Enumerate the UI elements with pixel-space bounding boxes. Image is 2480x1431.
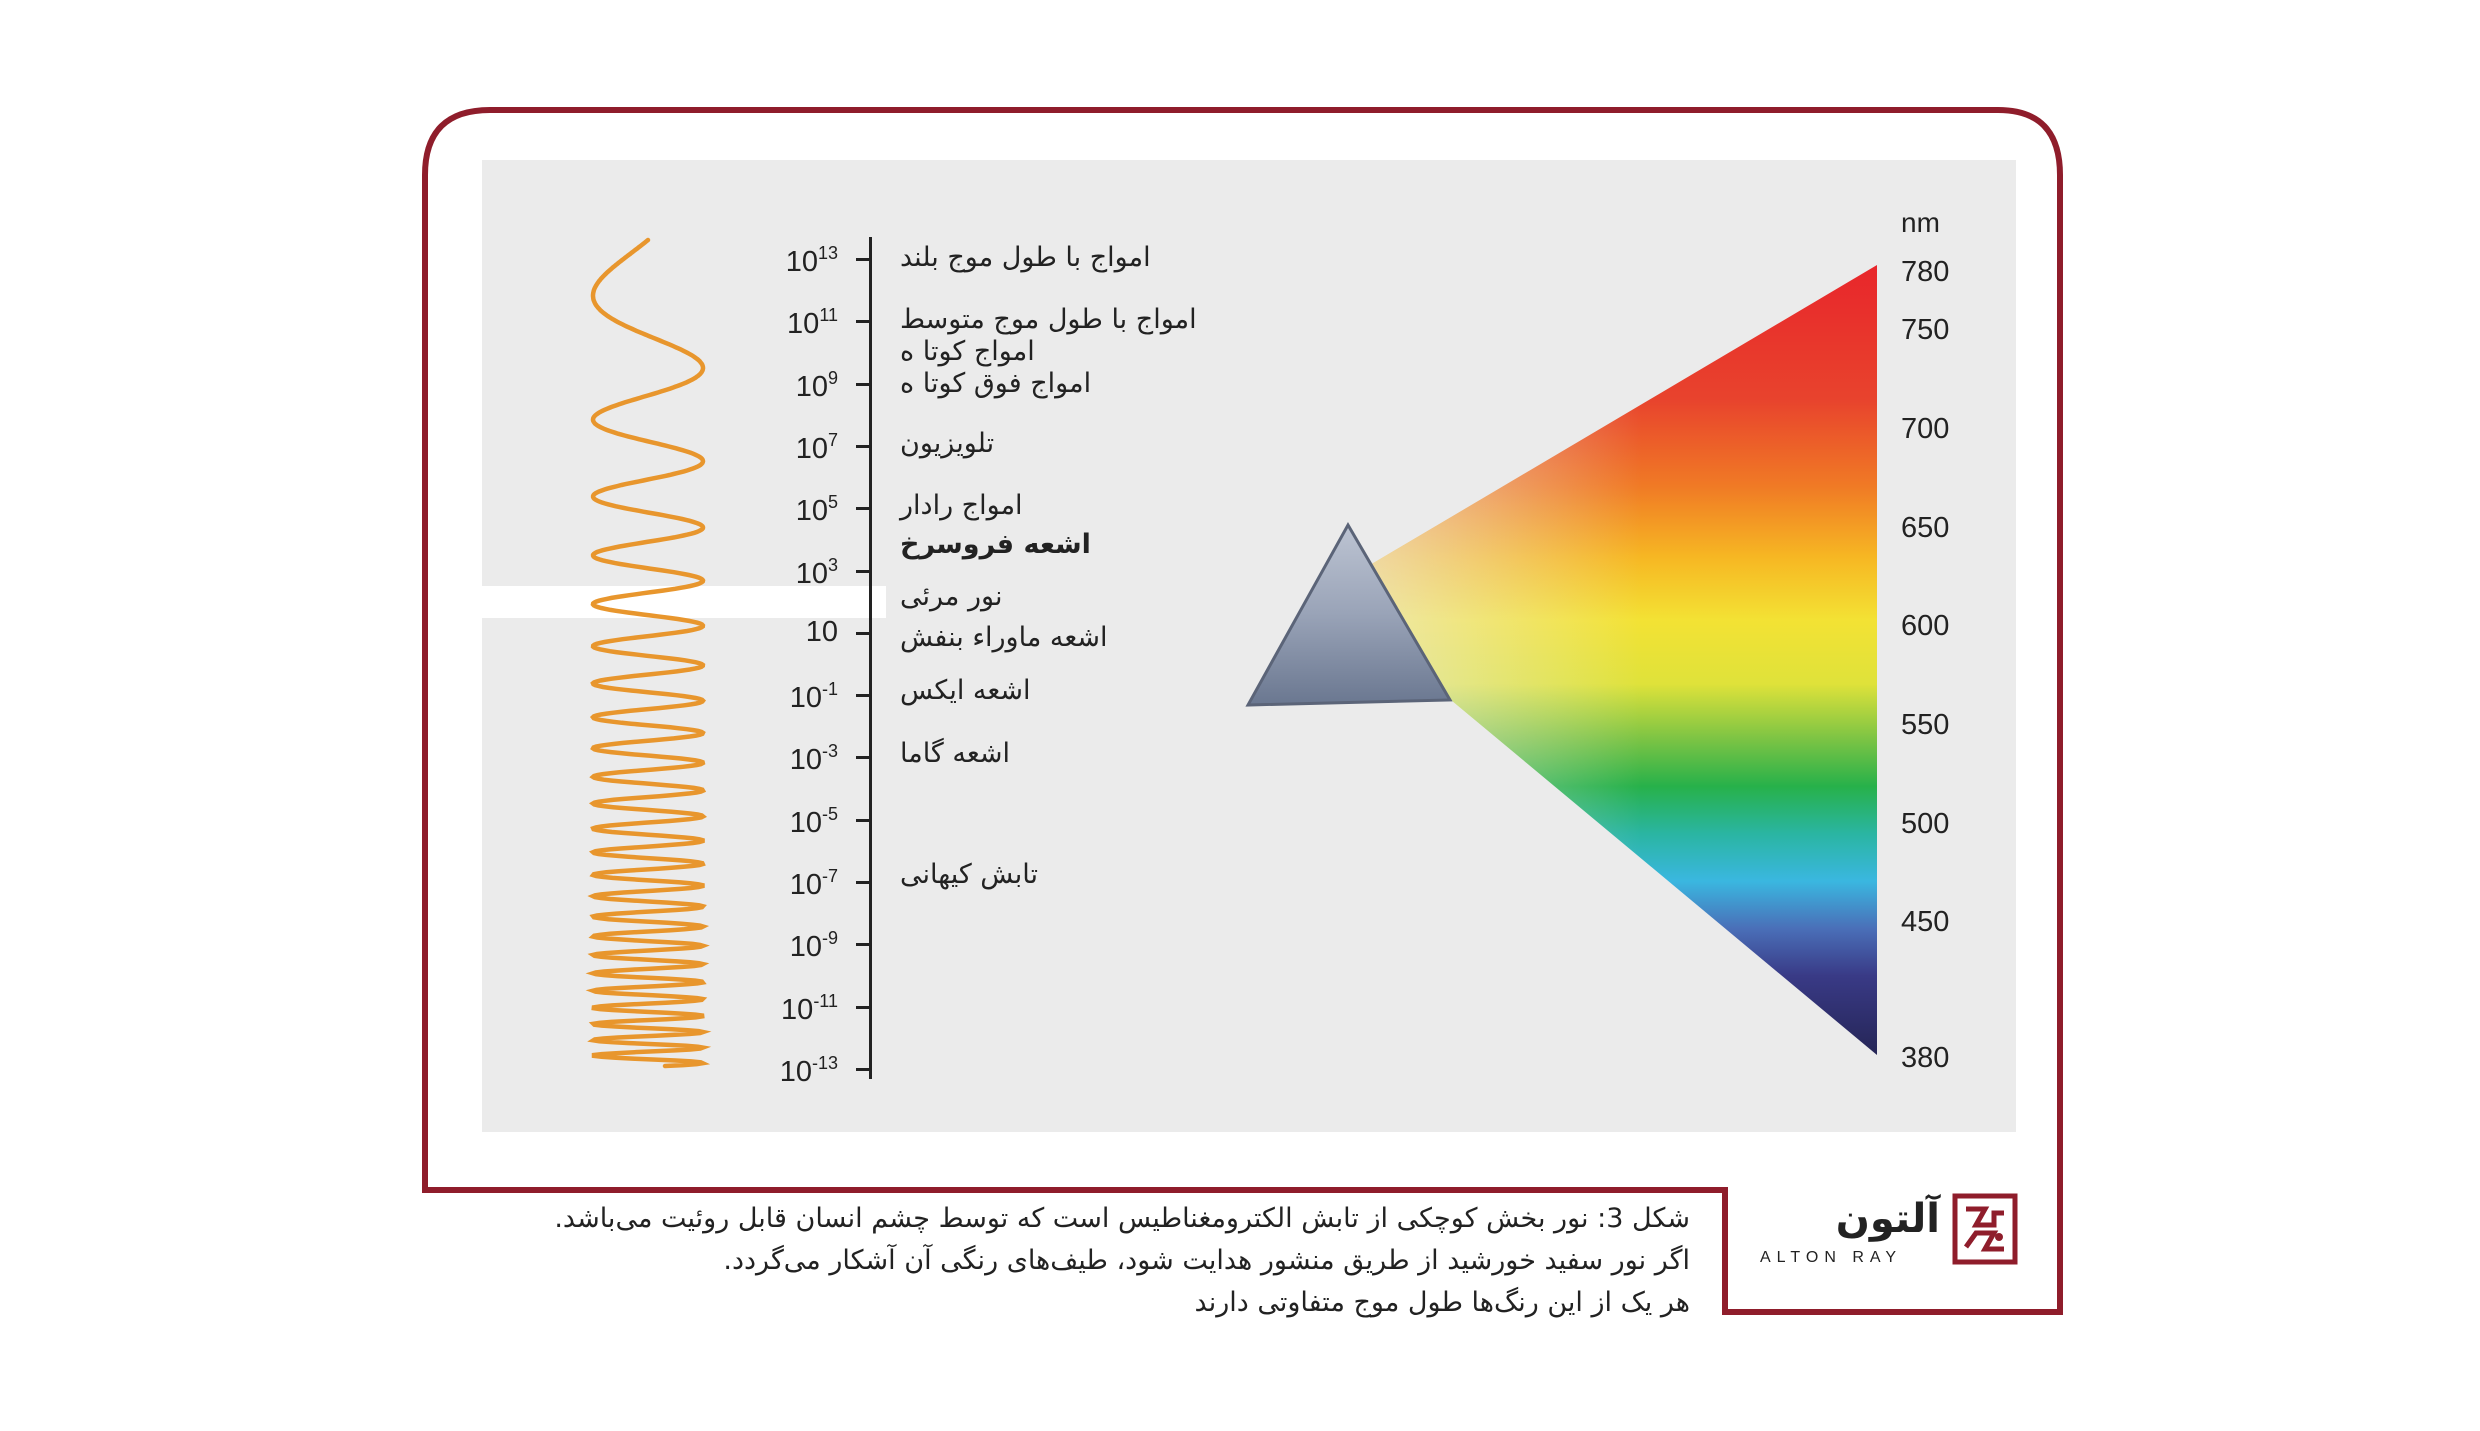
nm-unit-label: nm: [1901, 207, 1940, 238]
scale-band-label: تابش کیهانی: [900, 859, 1038, 890]
scale-band-label: نور مرئی: [900, 581, 1003, 612]
scale-band-label: اشعه ایکس: [900, 675, 1031, 706]
scale-tick-label: 1011: [787, 305, 838, 341]
scale-band-label: تلویزیون: [900, 428, 995, 459]
prism: [1245, 521, 1453, 707]
wave-curve: [585, 237, 712, 1069]
scale-tick-label: 107: [795, 429, 838, 465]
diagram-panel: 1013 1011 109 107 105 103 10 10-1 10-3 10-5 10-7 10…: [482, 160, 2016, 1132]
nm-label: 550: [1901, 709, 1950, 741]
visible-light-band: [482, 586, 886, 618]
logo-text-en: ALTON RAY: [1760, 1249, 1903, 1266]
scale-band-label: امواج کوتا ه: [900, 336, 1035, 367]
scale-tick-label: 1013: [785, 243, 838, 278]
scale-tick: [856, 631, 872, 635]
scale-tick: [856, 382, 872, 386]
scale-tick: [856, 258, 872, 261]
scale-tick-label: 10-1: [789, 679, 838, 715]
scale-tick-label: 10-13: [779, 1052, 838, 1088]
logo-mark-icon: [1952, 1193, 2018, 1265]
scale-tick-label: 109: [795, 367, 838, 403]
nm-label: 600: [1901, 610, 1950, 642]
scale-tick: [856, 320, 872, 324]
prism-graphic: [1245, 265, 1877, 1055]
nm-label: 380: [1901, 1042, 1950, 1074]
scale-band-label: امواج با طول موج بلند: [900, 242, 1151, 273]
scale-tick: [856, 507, 872, 511]
logo-text-fa: آلتون: [1835, 1196, 1940, 1242]
scale-tick: [856, 1067, 872, 1071]
scale-band-label: اشعه گاما: [900, 738, 1010, 769]
scale-tick: [856, 756, 872, 760]
scale-tick: [856, 943, 872, 947]
scale-band-label: امواج رادار: [900, 490, 1023, 521]
wave-graphic: [585, 237, 712, 1069]
caption-line-1: شکل 3: نور بخش کوچکی از تابش الکترومغناط…: [554, 1203, 1690, 1234]
scale-tick-label: 10-5: [789, 803, 838, 839]
scale-tick: [856, 881, 872, 884]
frame-border: [422, 107, 2063, 1315]
scale-tick-label: 103: [795, 554, 838, 590]
nm-label: 700: [1901, 413, 1950, 445]
alton-ray-logo: آلتون ALTON RAY: [1752, 1193, 2022, 1283]
scale-tick: [856, 569, 872, 573]
caption-line-2: اگر نور سفید خورشید از طریق منشور هدایت …: [723, 1245, 1690, 1276]
scale-tick-label: 10-3: [789, 741, 838, 777]
nm-label: 780: [1901, 256, 1950, 288]
scale-tick-label: 10-9: [789, 928, 838, 964]
scale-band-label: اشعه ماوراء بنفش: [900, 622, 1108, 653]
scale-axis: [869, 237, 872, 1079]
nm-label: 650: [1901, 512, 1950, 544]
nm-label: 450: [1901, 906, 1950, 938]
nm-label: 500: [1901, 808, 1950, 840]
scale-band-label: اشعه فروسرخ: [900, 529, 1091, 560]
scale-tick: [856, 818, 872, 822]
caption-line-3: هر یک از این رنگ‌ها طول موج متفاوتی دارن…: [1194, 1287, 1690, 1318]
spectrum-fade: [1370, 265, 1877, 1055]
nm-label: 750: [1901, 314, 1950, 346]
scale-tick: [856, 1005, 872, 1009]
scale-tick: [856, 444, 872, 448]
scale-tick-label: 10-11: [781, 990, 838, 1026]
scale-tick-label: 105: [795, 492, 838, 528]
figure-caption: شکل 3: نور بخش کوچکی از تابش الکترومغناط…: [400, 1198, 1690, 1324]
scale-band-label: امواج فوق کوتا ه: [900, 368, 1092, 399]
scale-tick-label: 10-7: [789, 866, 838, 901]
scale-tick-label: 10: [805, 615, 838, 648]
scale-band-label: امواج با طول موج متوسط: [900, 304, 1197, 335]
scale-tick: [856, 694, 872, 698]
